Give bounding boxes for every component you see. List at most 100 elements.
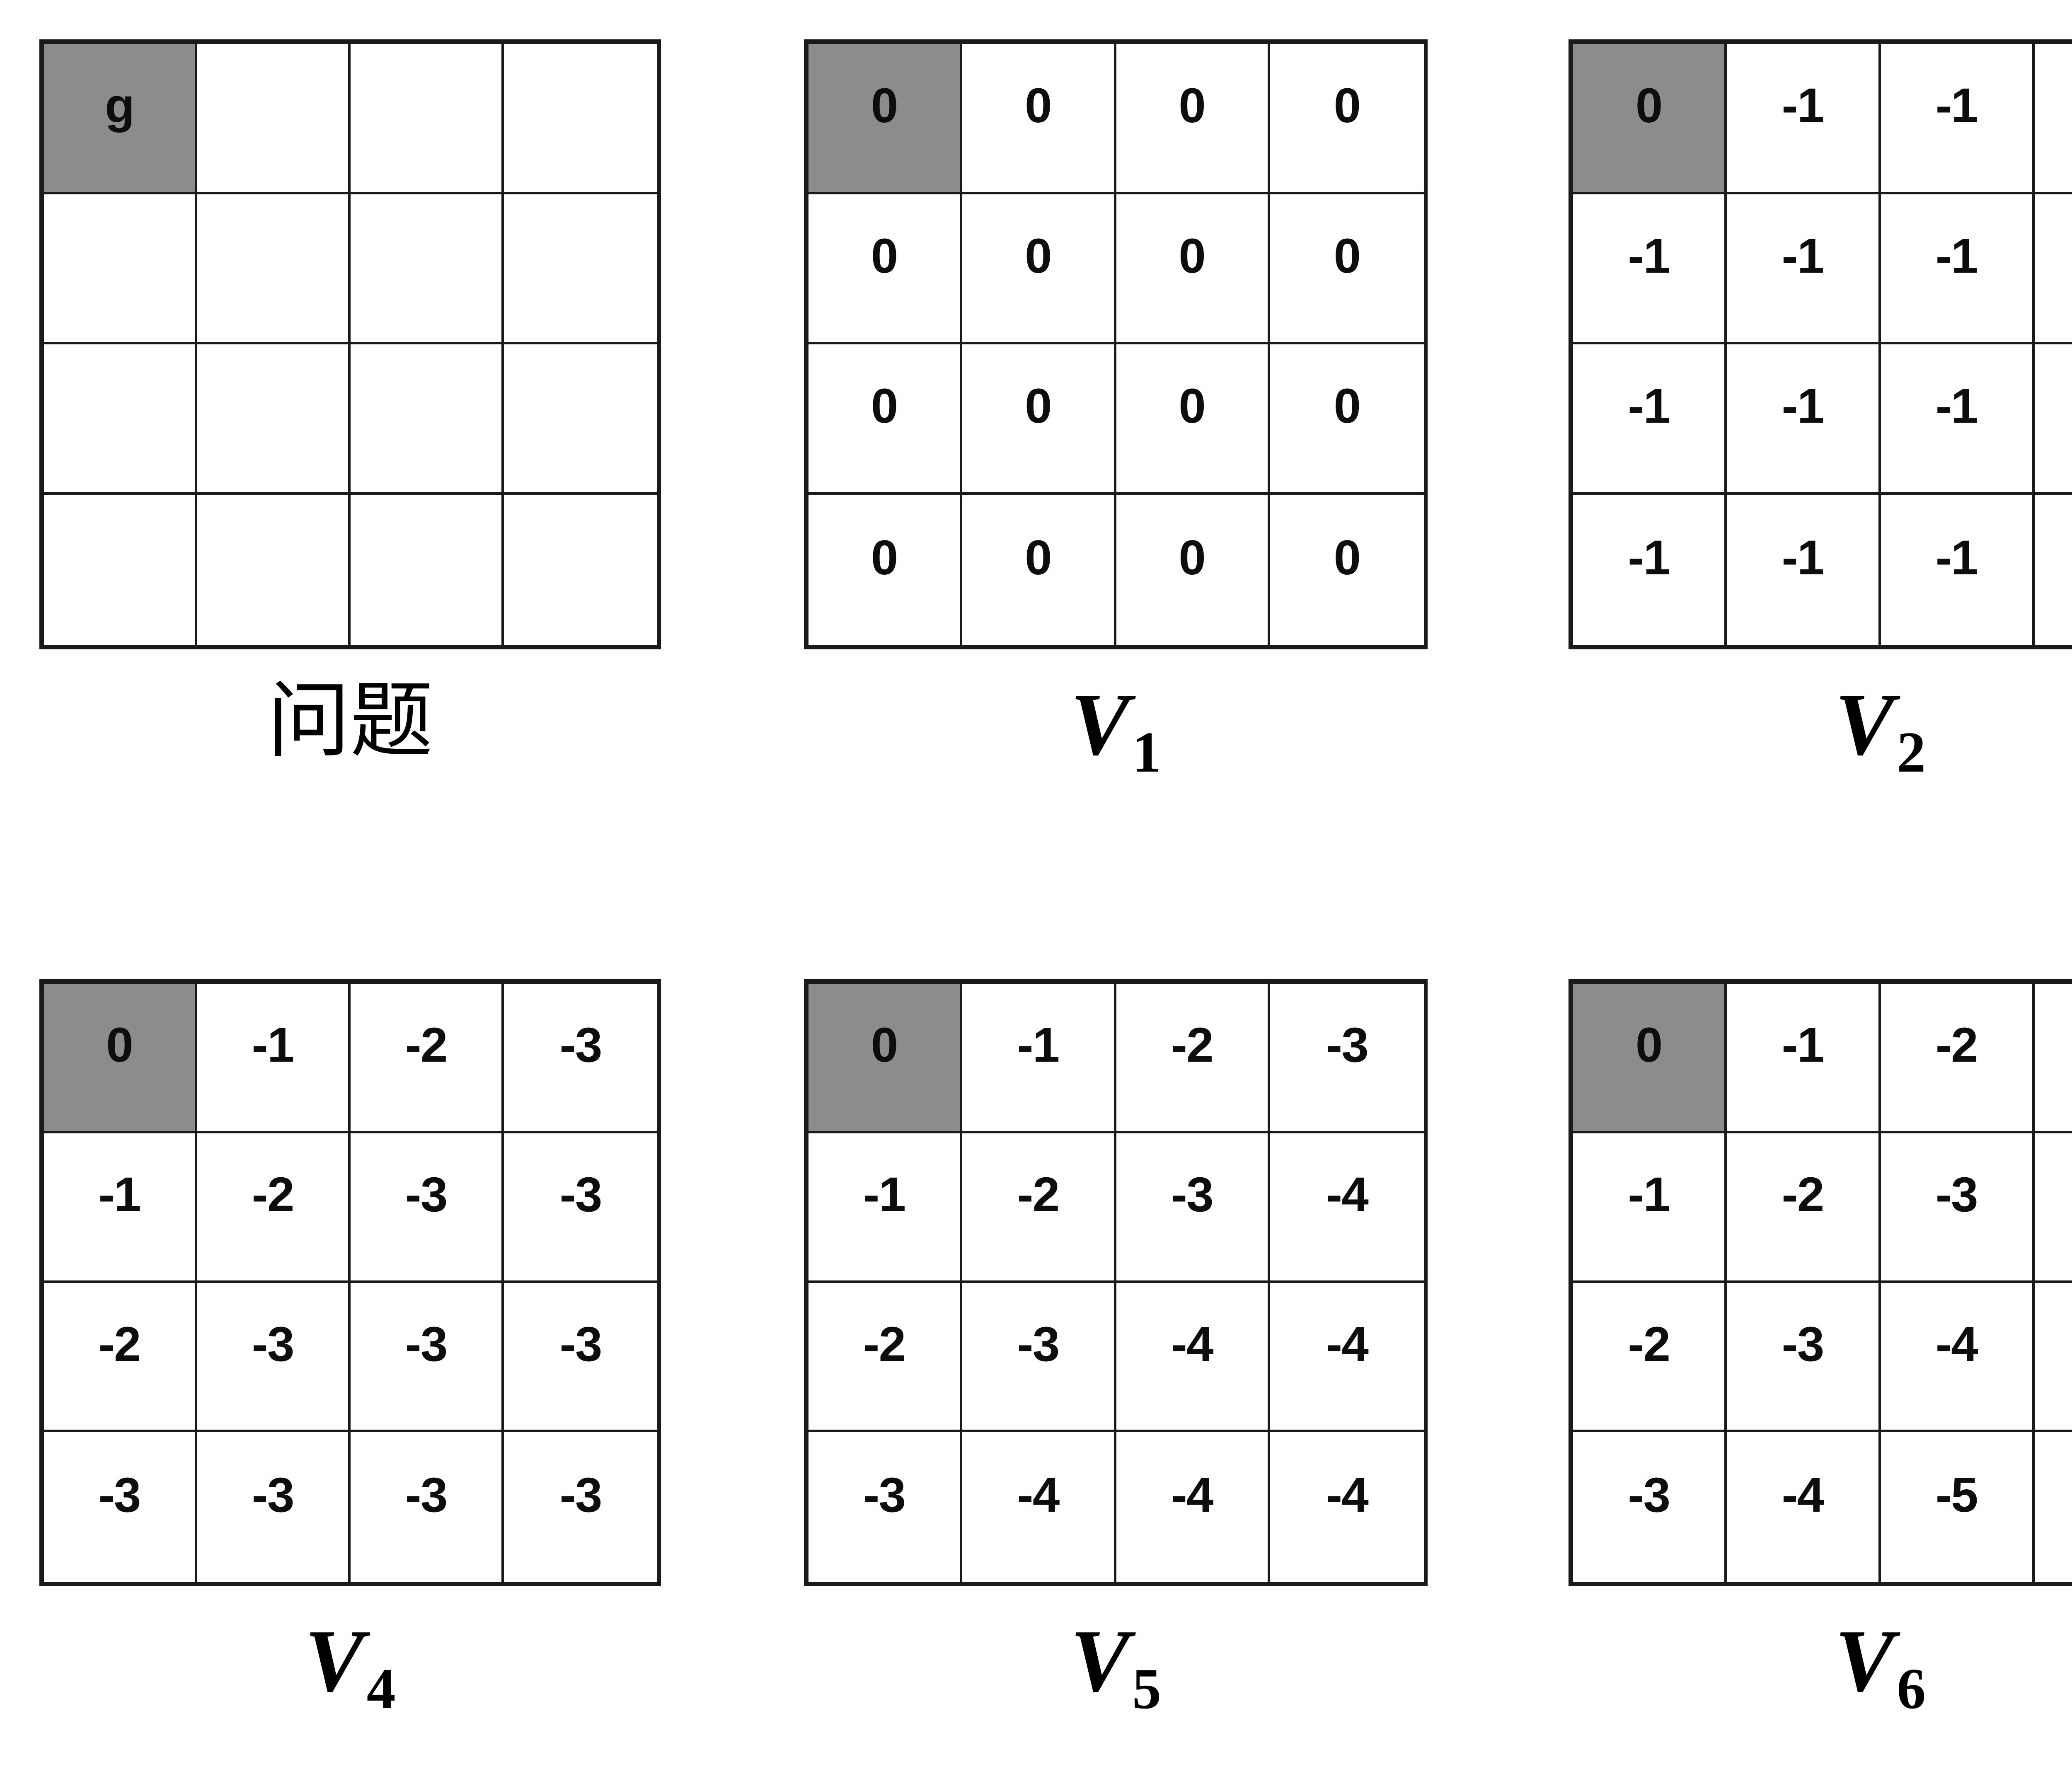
grid-cell	[197, 344, 351, 495]
grid-cell: -5	[1881, 1432, 2035, 1582]
grid-cell	[44, 494, 197, 645]
grid-cell: 0	[1573, 44, 1727, 194]
grid-cell: -1	[1727, 984, 1881, 1133]
grid-cell	[504, 194, 657, 344]
panel-caption-v1: V1	[804, 680, 1428, 782]
grid-cell: -4	[1881, 1283, 2035, 1433]
grid-cell: -3	[44, 1432, 197, 1582]
grid-cell	[351, 44, 504, 194]
grid-cell: -2	[1881, 984, 2035, 1133]
value-grid-v4: 0-1-2-3-1-2-3-3-2-3-3-3-3-3-3-3	[39, 979, 661, 1586]
grid-cell: -3	[504, 1283, 657, 1433]
caption-symbol: V	[1835, 675, 1895, 774]
grid-cell: -3	[808, 1432, 963, 1582]
panel-caption-v5: V5	[804, 1616, 1428, 1718]
grid-cell: -1	[1727, 44, 1881, 194]
panel-caption-v2: V2	[1569, 680, 2072, 782]
grid-cell: 0	[1116, 344, 1270, 495]
caption-subscript: 6	[1897, 1657, 1926, 1721]
grid-cell: -4	[1270, 1432, 1424, 1582]
grid-cell: -2	[351, 984, 504, 1133]
grid-cell: 0	[1573, 984, 1727, 1133]
grid-cell: -2	[197, 1133, 351, 1283]
grid-cell: -1	[44, 1133, 197, 1283]
grid-cell: -4	[962, 1432, 1116, 1582]
grid-cell	[197, 44, 351, 194]
grid-cell: -1	[2034, 44, 2072, 194]
grid-cell: 0	[1116, 494, 1270, 645]
caption-symbol: V	[305, 1611, 364, 1710]
grid-cell: 0	[1270, 494, 1424, 645]
grid-cell: -1	[197, 984, 351, 1133]
caption-subscript: 5	[1132, 1657, 1162, 1721]
grid-cell: -5	[2034, 1432, 2072, 1582]
grid-cell: -1	[962, 984, 1116, 1133]
caption-symbol: V	[1070, 675, 1130, 774]
panel-caption-v6: V6	[1569, 1616, 2072, 1718]
panel-caption-problem: 问题	[267, 673, 433, 769]
grid-cell	[197, 194, 351, 344]
grid-cell: -2	[962, 1133, 1116, 1283]
grid-cell: 0	[962, 44, 1116, 194]
grid-cell: -2	[1573, 1283, 1727, 1433]
grid-cell: 0	[1270, 194, 1424, 344]
grid-cell: -3	[197, 1283, 351, 1433]
grid-cell: 0	[1270, 44, 1424, 194]
grid-cell	[351, 494, 504, 645]
grid-cell: -3	[504, 1133, 657, 1283]
caption-subscript: 1	[1132, 720, 1162, 784]
grid-cell: -3	[1270, 984, 1424, 1133]
grid-cell: 0	[808, 984, 963, 1133]
grid-cell: -1	[1573, 344, 1727, 495]
grid-cell	[504, 44, 657, 194]
caption-subscript: 2	[1897, 720, 1926, 784]
grid-cell: -3	[1727, 1283, 1881, 1433]
grid-cell: -1	[2034, 194, 2072, 344]
grid-cell: 0	[808, 194, 963, 344]
grid-cell: -4	[1270, 1133, 1424, 1283]
grid-cell: -3	[2034, 984, 2072, 1133]
caption-symbol: V	[1835, 1611, 1895, 1710]
grid-cell: -2	[808, 1283, 963, 1433]
grid-cell: 0	[808, 44, 963, 194]
grid-cell: -4	[2034, 1133, 2072, 1283]
grid-cell: 0	[1270, 344, 1424, 495]
grid-cell	[197, 494, 351, 645]
caption-subscript: 4	[366, 1657, 396, 1721]
grid-cell: -1	[1573, 194, 1727, 344]
grid-cell	[351, 194, 504, 344]
grid-cell: -3	[962, 1283, 1116, 1433]
grid-cell: -1	[1573, 494, 1727, 645]
grid-cell: -1	[1573, 1133, 1727, 1283]
grid-cell: 0	[808, 494, 963, 645]
grid-cell: -1	[1727, 344, 1881, 495]
grid-cell: -1	[1881, 344, 2035, 495]
grid-cell: -4	[1116, 1283, 1270, 1433]
grid-cell: -3	[1116, 1133, 1270, 1283]
grid-cell: -1	[808, 1133, 963, 1283]
caption-symbol: V	[1070, 1611, 1130, 1710]
grid-cell: 0	[1116, 44, 1270, 194]
value-grid-v5: 0-1-2-3-1-2-3-4-2-3-4-4-3-4-4-4	[804, 979, 1428, 1586]
grid-cell: -4	[1727, 1432, 1881, 1582]
grid-cell	[351, 344, 504, 495]
grid-cell	[504, 344, 657, 495]
grid-cell: 0	[962, 344, 1116, 495]
grid-cell: -5	[2034, 1283, 2072, 1433]
grid-cell	[44, 344, 197, 495]
grid-cell: -1	[1881, 44, 2035, 194]
grid-cell: 0	[808, 344, 963, 495]
grid-cell: -3	[504, 1432, 657, 1582]
grid-cell: -1	[1727, 494, 1881, 645]
value-grid-v6: 0-1-2-3-1-2-3-4-2-3-4-5-3-4-5-5	[1569, 979, 2072, 1586]
grid-cell: -3	[197, 1432, 351, 1582]
value-grid-v2: 0-1-1-1-1-1-1-1-1-1-1-1-1-1-1-1	[1569, 39, 2072, 649]
grid-cell: -1	[2034, 344, 2072, 495]
grid-cell: 0	[1116, 194, 1270, 344]
grid-cell: -1	[1727, 194, 1881, 344]
grid-cell: -2	[44, 1283, 197, 1433]
grid-cell: 0	[962, 494, 1116, 645]
grid-cell: -3	[351, 1133, 504, 1283]
grid-cell: -3	[504, 984, 657, 1133]
